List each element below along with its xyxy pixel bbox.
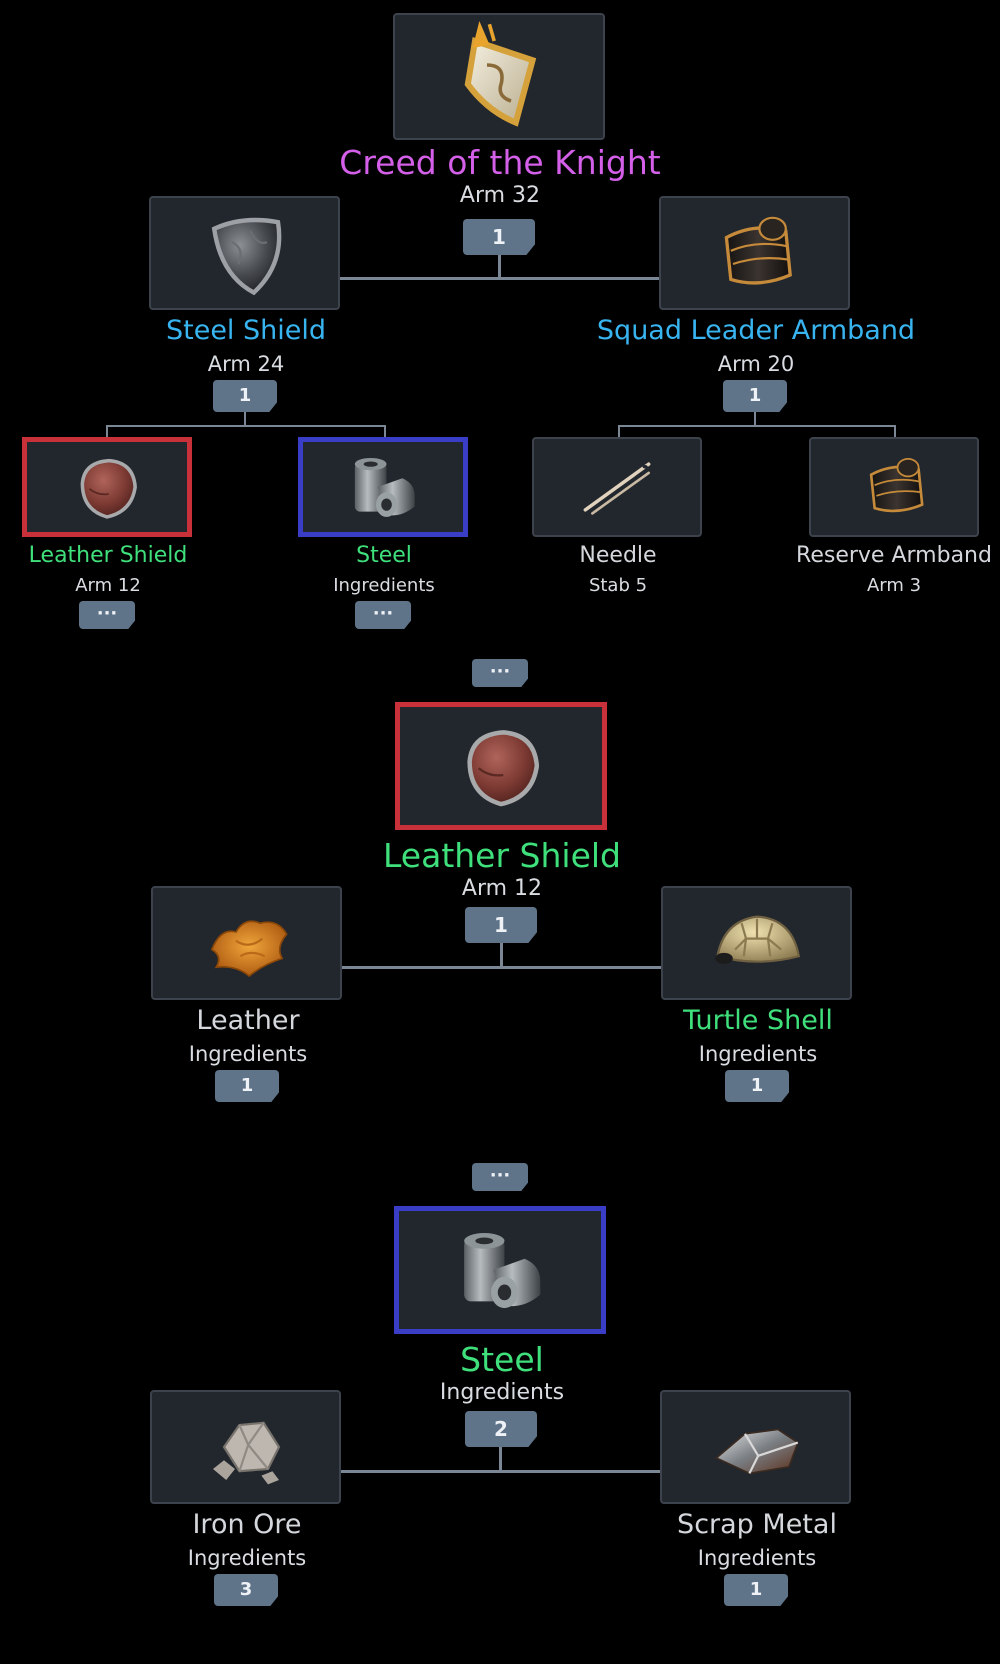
turtle-shell-icon xyxy=(702,888,812,998)
item-name-steel: Steel xyxy=(356,543,412,568)
item-stat-leather-shield-detail: Arm 12 xyxy=(461,876,543,901)
scrap-metal-icon xyxy=(701,1392,811,1502)
item-name-needle: Needle xyxy=(579,543,657,568)
item-name-reserve-armband: Reserve Armband xyxy=(796,543,992,568)
item-name-steel-shield: Steel Shield xyxy=(165,315,327,346)
item-stat-needle: Stab 5 xyxy=(588,575,648,596)
expand-more-button[interactable]: ··· xyxy=(472,1163,528,1191)
connector-line xyxy=(384,425,386,437)
connector-line xyxy=(244,412,246,426)
steel-shield-icon xyxy=(190,198,300,308)
count-badge-creed-of-the-knight: 1 xyxy=(463,219,535,255)
item-tile-creed-of-the-knight[interactable] xyxy=(393,13,605,140)
count-badge-squad-leader-armband: 1 xyxy=(723,380,787,412)
item-name-iron-ore: Iron Ore xyxy=(192,1509,302,1540)
needle-icon xyxy=(573,443,661,531)
item-tile-turtle-shell[interactable] xyxy=(661,886,852,1000)
connector-line xyxy=(754,412,756,426)
connector-line xyxy=(338,277,660,280)
item-tile-squad-leader-armband[interactable] xyxy=(659,196,850,310)
count-badge-steel-shield: 1 xyxy=(213,380,277,412)
item-name-leather-shield-detail: Leather Shield xyxy=(383,836,621,875)
item-stat-turtle-shell: Ingredients xyxy=(698,1042,818,1066)
connector-line xyxy=(618,425,620,437)
leather-shield-icon xyxy=(445,710,557,822)
item-tile-iron-ore[interactable] xyxy=(150,1390,341,1504)
iron-ore-icon xyxy=(191,1392,301,1502)
item-tile-leather-shield-detail[interactable] xyxy=(395,702,607,830)
leather-hide-icon xyxy=(192,888,302,998)
leather-shield-icon xyxy=(63,443,151,531)
armband-icon xyxy=(850,443,938,531)
item-stat-squad-leader-armband: Arm 20 xyxy=(717,352,795,376)
expand-more-button[interactable]: ··· xyxy=(472,659,528,687)
item-stat-steel-shield: Arm 24 xyxy=(207,352,285,376)
steel-ingot-icon xyxy=(339,443,427,531)
connector-line xyxy=(339,1470,661,1473)
connector-line xyxy=(500,943,503,968)
item-stat-iron-ore: Ingredients xyxy=(187,1546,307,1570)
item-tile-leather-shield-selected[interactable] xyxy=(22,437,192,537)
expand-more-button[interactable]: ··· xyxy=(355,601,411,629)
connector-line xyxy=(618,425,896,427)
item-name-leather-shield: Leather Shield xyxy=(28,543,188,568)
item-tile-steel-shield[interactable] xyxy=(149,196,340,310)
knight-crest-shield-icon xyxy=(439,17,559,137)
armband-icon xyxy=(700,198,810,308)
item-stat-steel: Ingredients xyxy=(333,575,435,596)
count-badge-iron-ore: 3 xyxy=(214,1574,278,1606)
connector-line xyxy=(499,1447,502,1472)
item-stat-leather: Ingredients xyxy=(188,1042,308,1066)
connector-line xyxy=(894,425,896,437)
connector-line xyxy=(106,425,108,437)
item-name-turtle-shell: Turtle Shell xyxy=(683,1005,833,1036)
connector-line xyxy=(340,966,662,969)
connector-line xyxy=(106,425,386,427)
steel-ingot-icon xyxy=(444,1214,556,1326)
item-name-steel-detail: Steel xyxy=(460,1340,544,1379)
count-badge-turtle-shell: 1 xyxy=(725,1070,789,1102)
item-stat-creed-of-the-knight: Arm 32 xyxy=(459,183,541,208)
item-name-leather: Leather xyxy=(196,1005,300,1036)
item-tile-steel-selected[interactable] xyxy=(298,437,468,537)
expand-more-button[interactable]: ··· xyxy=(79,601,135,629)
item-name-creed-of-the-knight: Creed of the Knight xyxy=(339,143,661,182)
item-name-squad-leader-armband: Squad Leader Armband xyxy=(596,315,916,346)
count-badge-scrap-metal: 1 xyxy=(724,1574,788,1606)
item-tile-needle[interactable] xyxy=(532,437,702,537)
item-tile-leather[interactable] xyxy=(151,886,342,1000)
count-badge-steel: 2 xyxy=(465,1411,537,1447)
item-tile-scrap-metal[interactable] xyxy=(660,1390,851,1504)
item-stat-steel-detail: Ingredients xyxy=(439,1380,565,1405)
item-stat-leather-shield: Arm 12 xyxy=(75,575,141,596)
item-stat-reserve-armband: Arm 3 xyxy=(866,575,922,596)
connector-line xyxy=(498,255,501,279)
item-name-scrap-metal: Scrap Metal xyxy=(677,1509,837,1540)
item-stat-scrap-metal: Ingredients xyxy=(697,1546,817,1570)
count-badge-leather: 1 xyxy=(215,1070,279,1102)
count-badge-leather-shield: 1 xyxy=(465,907,537,943)
item-tile-reserve-armband[interactable] xyxy=(809,437,979,537)
item-tile-steel-detail[interactable] xyxy=(394,1206,606,1334)
